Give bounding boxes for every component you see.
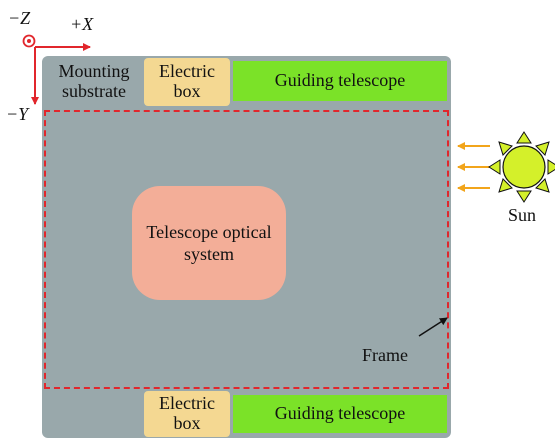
electric-box-bottom: Electric box — [144, 391, 230, 437]
sun-icon — [488, 131, 555, 203]
frame-outline — [44, 110, 449, 389]
frame-pointer-arrow — [418, 317, 448, 337]
axis-label-y: −Y — [6, 104, 29, 124]
guiding-telescope-top: Guiding telescope — [233, 61, 447, 101]
dot-in-circle-icon — [22, 34, 36, 48]
frame-label: Frame — [362, 345, 408, 365]
mounting-substrate-label: Mounting substrate — [58, 61, 130, 101]
sun-label: Sun — [508, 205, 537, 225]
guiding-telescope-bottom: Guiding telescope — [233, 395, 447, 433]
telescope-optical-system: Telescope optical system — [132, 186, 286, 300]
electric-box-top: Electric box — [144, 58, 230, 106]
axis-label-z: −Z — [8, 8, 31, 28]
axis-label-x: +X — [70, 14, 94, 34]
